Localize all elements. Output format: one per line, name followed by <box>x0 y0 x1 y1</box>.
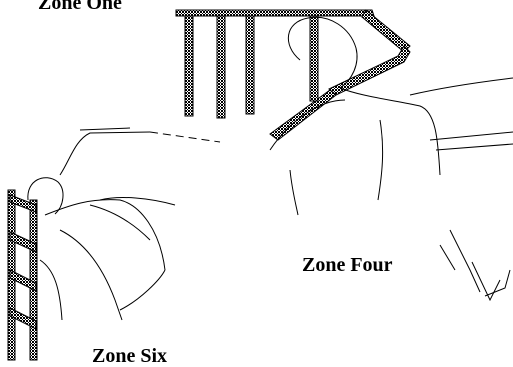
side-rail-right <box>440 230 510 300</box>
zone-four-label: Zone Four <box>302 255 393 275</box>
headboard-rail <box>176 10 410 140</box>
zone-one-label: Zone One <box>38 0 122 13</box>
mattress-outline <box>60 128 220 175</box>
zone-six-label: Zone Six <box>92 346 167 366</box>
lying-person <box>28 178 175 320</box>
side-rail-lower <box>8 190 37 360</box>
